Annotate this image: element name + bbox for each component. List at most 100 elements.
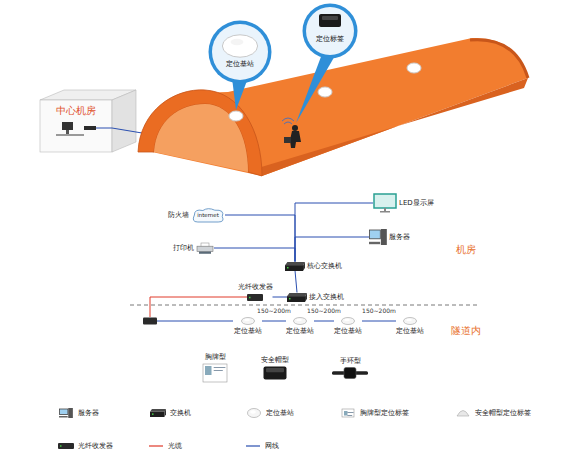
bubble-shape bbox=[302, 3, 358, 59]
legend-symbol bbox=[58, 440, 74, 452]
device-label: 定位基站 bbox=[286, 327, 314, 335]
legend-symbol bbox=[58, 407, 74, 419]
network-cable bbox=[273, 297, 288, 298]
monitor-symbol bbox=[373, 193, 397, 213]
device-icon bbox=[247, 294, 263, 301]
watch-symbol bbox=[332, 367, 368, 379]
legend-text: 光缆 bbox=[168, 442, 182, 451]
legend-text: 交换机 bbox=[170, 409, 191, 418]
legend-entry: 光缆 bbox=[148, 440, 182, 452]
access-switch: 接入交换机 bbox=[287, 293, 344, 302]
network-cable bbox=[295, 203, 373, 262]
tunnel bbox=[138, 38, 528, 176]
device-icon bbox=[332, 367, 368, 379]
legend-entry: 安全帽型定位标签 bbox=[455, 407, 531, 419]
callout-bubble: 定位基站 bbox=[208, 20, 272, 84]
station-symbol bbox=[241, 317, 255, 325]
device-label: 光纤收发器 bbox=[238, 283, 273, 291]
device-label: 胸牌型 bbox=[205, 353, 226, 361]
legend-text: 胸牌型定位标签 bbox=[360, 409, 409, 418]
room-cable bbox=[96, 128, 148, 134]
callout-tail bbox=[296, 54, 336, 123]
bubble-shape bbox=[208, 20, 272, 84]
station-symbol bbox=[403, 317, 417, 325]
device-label: 核心交换机 bbox=[307, 262, 342, 270]
base-station: 定位基站 bbox=[334, 317, 362, 335]
device-icon bbox=[285, 262, 305, 271]
network-cable bbox=[262, 321, 286, 322]
legend-entry: 光纤收发器 bbox=[58, 440, 113, 452]
printer-symbol bbox=[196, 242, 214, 254]
callout-bubble: 定位标签 bbox=[302, 3, 358, 59]
device-icon: internet bbox=[191, 207, 225, 223]
transceiver-symbol bbox=[247, 294, 263, 301]
device-icon bbox=[403, 317, 417, 325]
room-title: 中心机房 bbox=[56, 105, 96, 117]
legend-entry: 胸牌型定位标签 bbox=[340, 407, 409, 419]
device-label: 防火墙 bbox=[168, 211, 189, 219]
node-label: 中心机房 bbox=[56, 105, 96, 117]
zone-divider bbox=[130, 305, 480, 306]
distance-label: 150~200m bbox=[361, 308, 397, 315]
firewall: 防火墙internet bbox=[168, 207, 225, 223]
legend-entry: 服务器 bbox=[58, 407, 99, 419]
wristband-tag: 手环型 bbox=[332, 357, 368, 379]
fiber-transceiver: 光纤收发器 bbox=[238, 283, 273, 300]
network-cable bbox=[295, 237, 369, 262]
device-icon bbox=[369, 229, 387, 245]
device-label: 手环型 bbox=[340, 357, 361, 365]
base-station: 定位基站 bbox=[396, 317, 424, 335]
zone-label: 隧道内 bbox=[451, 324, 481, 338]
bubble-label: 定位标签 bbox=[302, 35, 358, 43]
core-switch: 核心交换机 bbox=[285, 262, 342, 271]
device-icon bbox=[293, 317, 307, 325]
badge-tag: 胸牌型 bbox=[202, 353, 228, 383]
station-symbol bbox=[341, 317, 355, 325]
led-screen: LED显示屏 bbox=[373, 193, 434, 213]
switch-symbol bbox=[287, 293, 307, 302]
network-cable bbox=[362, 321, 396, 322]
device-label: 定位基站 bbox=[396, 327, 424, 335]
network-cable bbox=[214, 248, 295, 262]
legend-symbol bbox=[150, 407, 166, 419]
device-icon bbox=[287, 293, 307, 302]
device-icon bbox=[202, 363, 228, 383]
legend-text: 安全帽型定位标签 bbox=[475, 409, 531, 418]
station-symbol bbox=[293, 317, 307, 325]
network-cable bbox=[225, 215, 295, 262]
switch-symbol bbox=[285, 262, 305, 271]
legend-text: 网线 bbox=[265, 442, 279, 451]
machine-room-building bbox=[40, 90, 136, 152]
legend-entry: 网线 bbox=[245, 440, 279, 452]
worker bbox=[282, 118, 301, 148]
network-cable bbox=[295, 271, 297, 293]
legend-symbol bbox=[246, 407, 262, 419]
device-icon bbox=[341, 317, 355, 325]
card-symbol bbox=[202, 363, 228, 383]
device-label: 定位基站 bbox=[334, 327, 362, 335]
legend-text: 服务器 bbox=[78, 409, 99, 418]
legend-entry: 交换机 bbox=[150, 407, 191, 419]
tunnel-transceiver bbox=[143, 318, 157, 325]
base-station: 定位基站 bbox=[234, 317, 262, 335]
server: 服务器 bbox=[369, 229, 410, 245]
tagbox-symbol bbox=[263, 366, 287, 380]
device-label: LED显示屏 bbox=[399, 199, 434, 207]
legend-symbol bbox=[455, 407, 471, 419]
device-icon bbox=[196, 242, 214, 254]
server-symbol bbox=[369, 229, 387, 245]
cloud-label: internet bbox=[191, 212, 225, 218]
bubble-label: 定位基站 bbox=[208, 60, 272, 68]
device-label: 安全帽型 bbox=[261, 356, 289, 364]
distance-label: 150~200m bbox=[256, 308, 292, 315]
legend-symbol bbox=[245, 440, 261, 452]
legend-text: 光纤收发器 bbox=[78, 442, 113, 451]
network-cable bbox=[314, 321, 334, 322]
legend-entry: 定位基站 bbox=[246, 407, 294, 419]
legend-symbol bbox=[148, 440, 164, 452]
helmet-tag: 安全帽型 bbox=[261, 356, 289, 380]
device-icon bbox=[373, 193, 397, 213]
legend-symbol bbox=[340, 407, 356, 419]
